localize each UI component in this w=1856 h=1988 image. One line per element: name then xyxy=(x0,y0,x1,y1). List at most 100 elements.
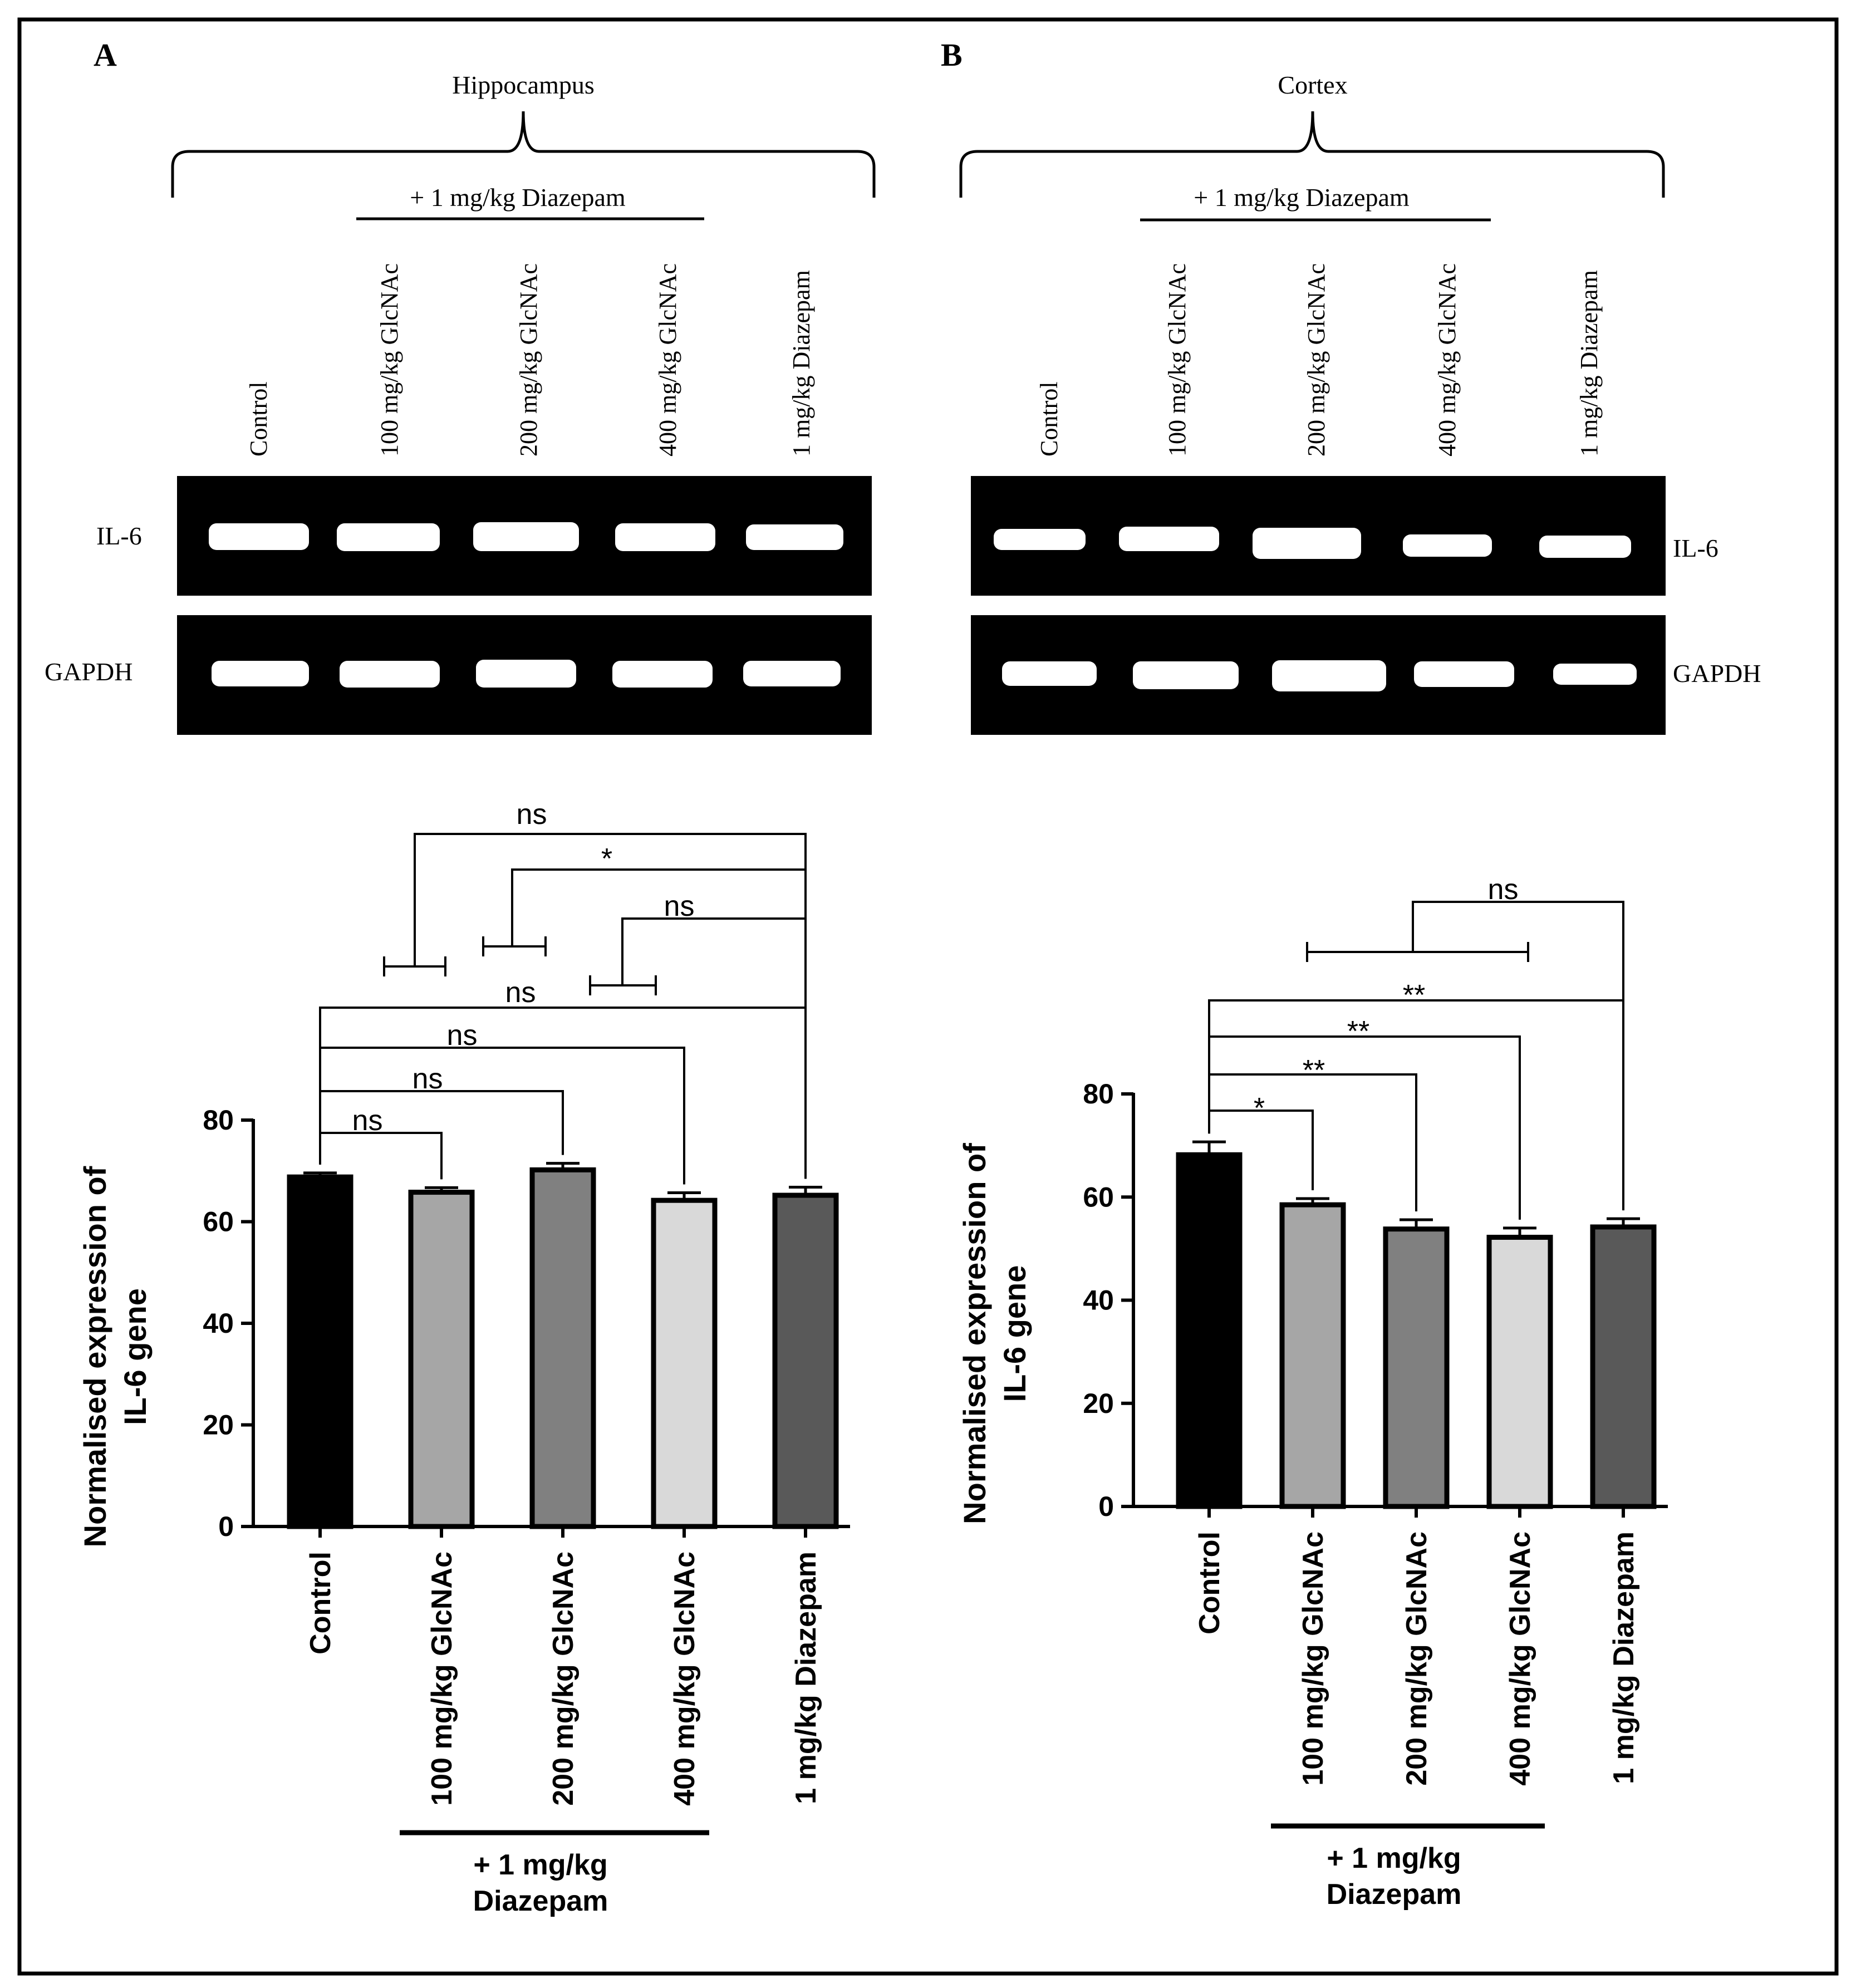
panel-a-row-label-gapdh: GAPDH xyxy=(45,657,132,686)
gel-lane-label-control: Control xyxy=(1035,382,1063,456)
bar-100-mg-kg-glcnac xyxy=(1279,1202,1346,1509)
group-label-line2: Diazepam xyxy=(1327,1878,1462,1911)
il6-band xyxy=(615,523,715,551)
gel-lane-label-1-mg-kg-diazepam: 1 mg/kg Diazepam xyxy=(788,270,815,456)
significance-label: ns xyxy=(1488,873,1519,906)
y-tick-label: 20 xyxy=(203,1410,234,1441)
il6-band xyxy=(1403,534,1492,557)
comparison-bracket xyxy=(621,917,807,1108)
comparison-group-bar xyxy=(589,975,657,995)
gel-lane-label-100-mg-kg-glcnac: 100 mg/kg GlcNAc xyxy=(1163,263,1191,456)
il6-band xyxy=(994,529,1086,550)
x-tick-label-200-mg-kg-glcnac: 200 mg/kg GlcNAc xyxy=(1401,1532,1433,1786)
significance-label: ns xyxy=(517,798,547,831)
comparison-bracket xyxy=(1412,901,1624,999)
gapdh-band xyxy=(612,661,713,688)
group-label-line1: + 1 mg/kg xyxy=(1327,1842,1461,1874)
il6-band xyxy=(1539,536,1631,558)
gapdh-band xyxy=(476,660,576,688)
panel-a-treatment-label: + 1 mg/kg Diazepam xyxy=(410,183,626,212)
panel-a-letter: A xyxy=(94,37,117,73)
y-tick-label: 60 xyxy=(1083,1181,1114,1213)
panel-b-region-label: Cortex xyxy=(1278,71,1347,99)
comparison-bracket xyxy=(511,868,807,1108)
comparison-group-bar xyxy=(383,956,446,976)
figure-border xyxy=(17,17,1839,1976)
y-tick-label: 0 xyxy=(1098,1491,1114,1522)
gapdh-band xyxy=(1002,661,1097,686)
x-tick-label-1-mg-kg-diazepam: 1 mg/kg Diazepam xyxy=(1608,1532,1640,1784)
y-tick-label: 40 xyxy=(203,1308,234,1339)
comparison-bracket xyxy=(1208,1035,1521,1220)
significance-label: ns xyxy=(413,1063,443,1095)
significance-label: ns xyxy=(664,890,695,922)
panel-a-gel-section: A Hippocampus + 1 mg/kg Diazepam Control… xyxy=(45,37,876,735)
group-label-line2: Diazepam xyxy=(473,1885,608,1917)
gel-lane-label-100-mg-kg-glcnac: 100 mg/kg GlcNAc xyxy=(376,263,403,456)
bar-200-mg-kg-glcnac xyxy=(1383,1226,1450,1509)
comparison-bracket xyxy=(1208,999,1624,1211)
significance-label: ns xyxy=(447,1019,478,1052)
gapdh-band xyxy=(1414,661,1514,687)
x-tick-label-control: Control xyxy=(305,1552,337,1655)
significance-label: * xyxy=(601,843,612,875)
gel-lane-label-400-mg-kg-glcnac: 400 mg/kg GlcNAc xyxy=(1433,263,1461,456)
gapdh-band xyxy=(743,661,841,686)
bar-100-mg-kg-glcnac xyxy=(408,1190,475,1529)
gapdh-band xyxy=(1272,660,1386,691)
x-tick-label-400-mg-kg-glcnac: 400 mg/kg GlcNAc xyxy=(1504,1532,1536,1786)
y-tick-label: 20 xyxy=(1083,1388,1114,1419)
comparison-bracket xyxy=(319,1132,443,1180)
il6-band xyxy=(209,523,309,550)
significance-label: ** xyxy=(1303,1054,1325,1087)
gapdh-band xyxy=(212,661,309,686)
y-tick-label: 0 xyxy=(218,1511,234,1542)
comparison-group-bar xyxy=(482,936,547,956)
il6-band xyxy=(746,524,843,550)
panel-a-row-label-il6: IL-6 xyxy=(96,522,142,550)
y-tick-label: 40 xyxy=(1083,1285,1114,1316)
gel-lane-label-200-mg-kg-glcnac: 200 mg/kg GlcNAc xyxy=(1303,263,1330,456)
gel-lane-label-400-mg-kg-glcnac: 400 mg/kg GlcNAc xyxy=(654,263,681,456)
significance-label: ns xyxy=(505,976,536,1009)
panel-b-region-brace xyxy=(959,111,1665,198)
panel-b-treatment-label: + 1 mg/kg Diazepam xyxy=(1194,183,1410,212)
x-tick-label-100-mg-kg-glcnac: 100 mg/kg GlcNAc xyxy=(426,1552,458,1806)
bar-400-mg-kg-glcnac xyxy=(1486,1234,1553,1509)
comparison-bracket xyxy=(414,833,807,1108)
panel-b-row-label-il6: IL-6 xyxy=(1673,534,1718,562)
significance-label: ns xyxy=(352,1105,383,1137)
bar-400-mg-kg-glcnac xyxy=(651,1197,718,1529)
group-label-line1: + 1 mg/kg xyxy=(473,1849,607,1881)
panel-b-lane-labels: Control 100 mg/kg GlcNAc 200 mg/kg GlcNAc 4… xyxy=(1035,263,1603,456)
y-tick-label: 80 xyxy=(203,1105,234,1136)
x-tick-label-1-mg-kg-diazepam: 1 mg/kg Diazepam xyxy=(790,1552,822,1804)
gapdh-band xyxy=(1553,664,1637,685)
panel-a-bands xyxy=(209,522,843,688)
y-tick-label: 60 xyxy=(203,1206,234,1238)
panel-b-bands xyxy=(994,527,1637,691)
y-tick-label: 80 xyxy=(1083,1078,1114,1110)
bar-200-mg-kg-glcnac xyxy=(529,1167,596,1529)
gapdh-band xyxy=(1133,661,1239,689)
gel-lane-label-200-mg-kg-glcnac: 200 mg/kg GlcNAc xyxy=(515,263,542,456)
panel-b-row-label-gapdh: GAPDH xyxy=(1673,659,1761,688)
significance-label: ** xyxy=(1403,979,1425,1012)
il6-band xyxy=(1253,528,1361,559)
x-tick-label-100-mg-kg-glcnac: 100 mg/kg GlcNAc xyxy=(1297,1532,1329,1786)
panel-a-region-label: Hippocampus xyxy=(452,71,595,99)
x-tick-label-400-mg-kg-glcnac: 400 mg/kg GlcNAc xyxy=(669,1552,701,1806)
il6-band xyxy=(337,523,440,551)
x-tick-label-control: Control xyxy=(1194,1532,1226,1634)
x-tick-label-200-mg-kg-glcnac: 200 mg/kg GlcNAc xyxy=(547,1552,580,1806)
significance-label: * xyxy=(1254,1092,1265,1125)
bar-1-mg-kg-diazepam xyxy=(1590,1224,1657,1509)
panel-b-gel-section: B Cortex + 1 mg/kg Diazepam Control 100 m… xyxy=(941,37,1761,735)
panel-b-letter: B xyxy=(941,37,963,73)
